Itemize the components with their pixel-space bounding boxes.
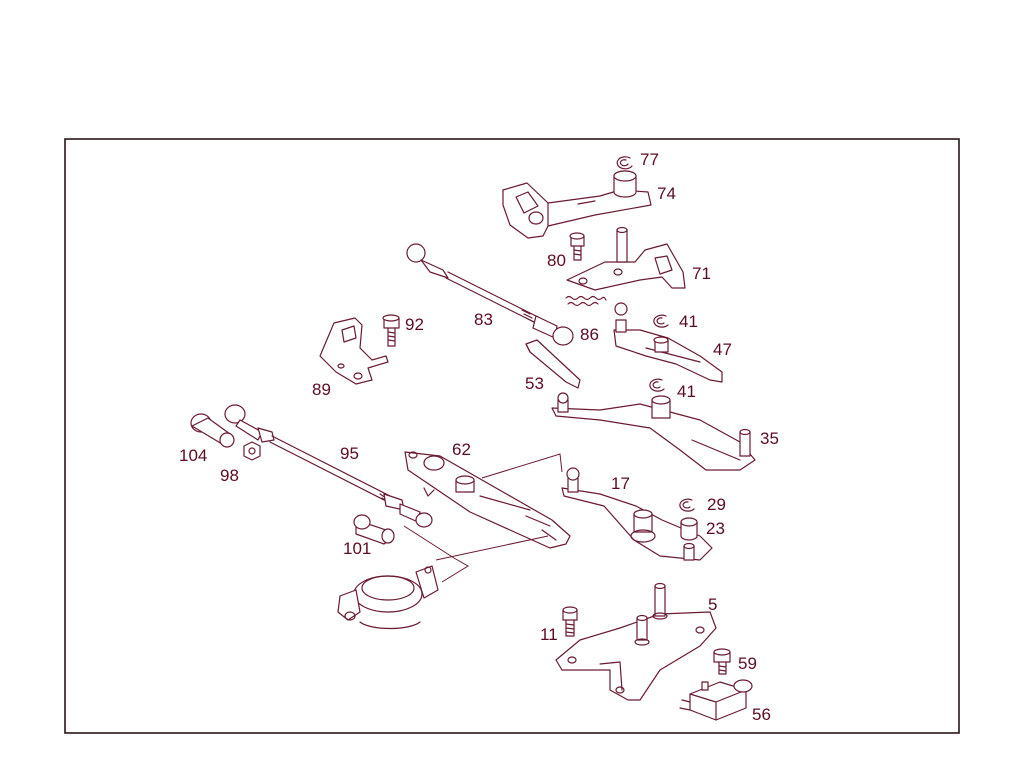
part-77-circlip	[616, 156, 633, 170]
label-104: 104	[179, 446, 207, 465]
label-83: 83	[474, 310, 493, 329]
label-41-lower: 41	[677, 382, 696, 401]
label-80: 80	[547, 251, 566, 270]
label-29: 29	[707, 495, 726, 514]
label-89: 89	[312, 380, 331, 399]
leader-line-62-bearing	[435, 535, 549, 561]
label-101: 101	[343, 539, 371, 558]
label-95: 95	[340, 444, 359, 463]
part-17-lever	[561, 467, 713, 561]
part-95-rod	[224, 404, 433, 528]
part-11-bolt	[562, 606, 578, 637]
part-29-circlip	[679, 498, 695, 512]
label-53: 53	[525, 374, 544, 393]
label-62: 62	[452, 440, 471, 459]
label-98: 98	[220, 466, 239, 485]
label-59: 59	[738, 654, 757, 673]
label-35: 35	[760, 429, 779, 448]
part-71-bracket	[566, 226, 686, 291]
leader-line-95-bearing	[403, 525, 469, 583]
label-71: 71	[692, 264, 711, 283]
label-23: 23	[706, 519, 725, 538]
part-53-clip	[525, 339, 581, 389]
label-92: 92	[405, 315, 424, 334]
part-101-bush	[353, 514, 395, 545]
part-80-bolt	[569, 232, 585, 261]
part-5-base-plate	[555, 582, 717, 701]
label-11: 11	[540, 625, 558, 644]
part-92-bolt	[382, 314, 400, 347]
part-89-bracket	[319, 317, 389, 385]
part-104-bush	[190, 413, 235, 448]
label-74: 74	[657, 184, 676, 203]
label-17: 17	[611, 474, 630, 493]
part-62-selector	[404, 451, 571, 549]
part-23-bush	[680, 517, 698, 541]
part-83-rod	[406, 243, 574, 346]
label-47: 47	[713, 340, 732, 359]
diagram-frame	[64, 138, 960, 734]
bearing-assembly	[337, 565, 439, 630]
label-5: 5	[708, 595, 717, 614]
leader-line-62-17	[481, 453, 563, 479]
label-86: 86	[580, 325, 599, 344]
label-77: 77	[640, 150, 659, 169]
part-98-nut	[243, 441, 261, 461]
part-56-switch	[679, 679, 753, 721]
label-56: 56	[752, 705, 771, 724]
part-41-circlip-upper	[653, 314, 669, 328]
label-41-upper: 41	[679, 312, 698, 331]
part-86-spring	[565, 295, 607, 307]
part-74-bracket	[502, 170, 652, 239]
part-41-circlip-lower	[649, 378, 665, 392]
part-35-lever	[551, 392, 756, 471]
part-47-lever	[613, 302, 723, 383]
part-59-bolt	[713, 648, 731, 675]
